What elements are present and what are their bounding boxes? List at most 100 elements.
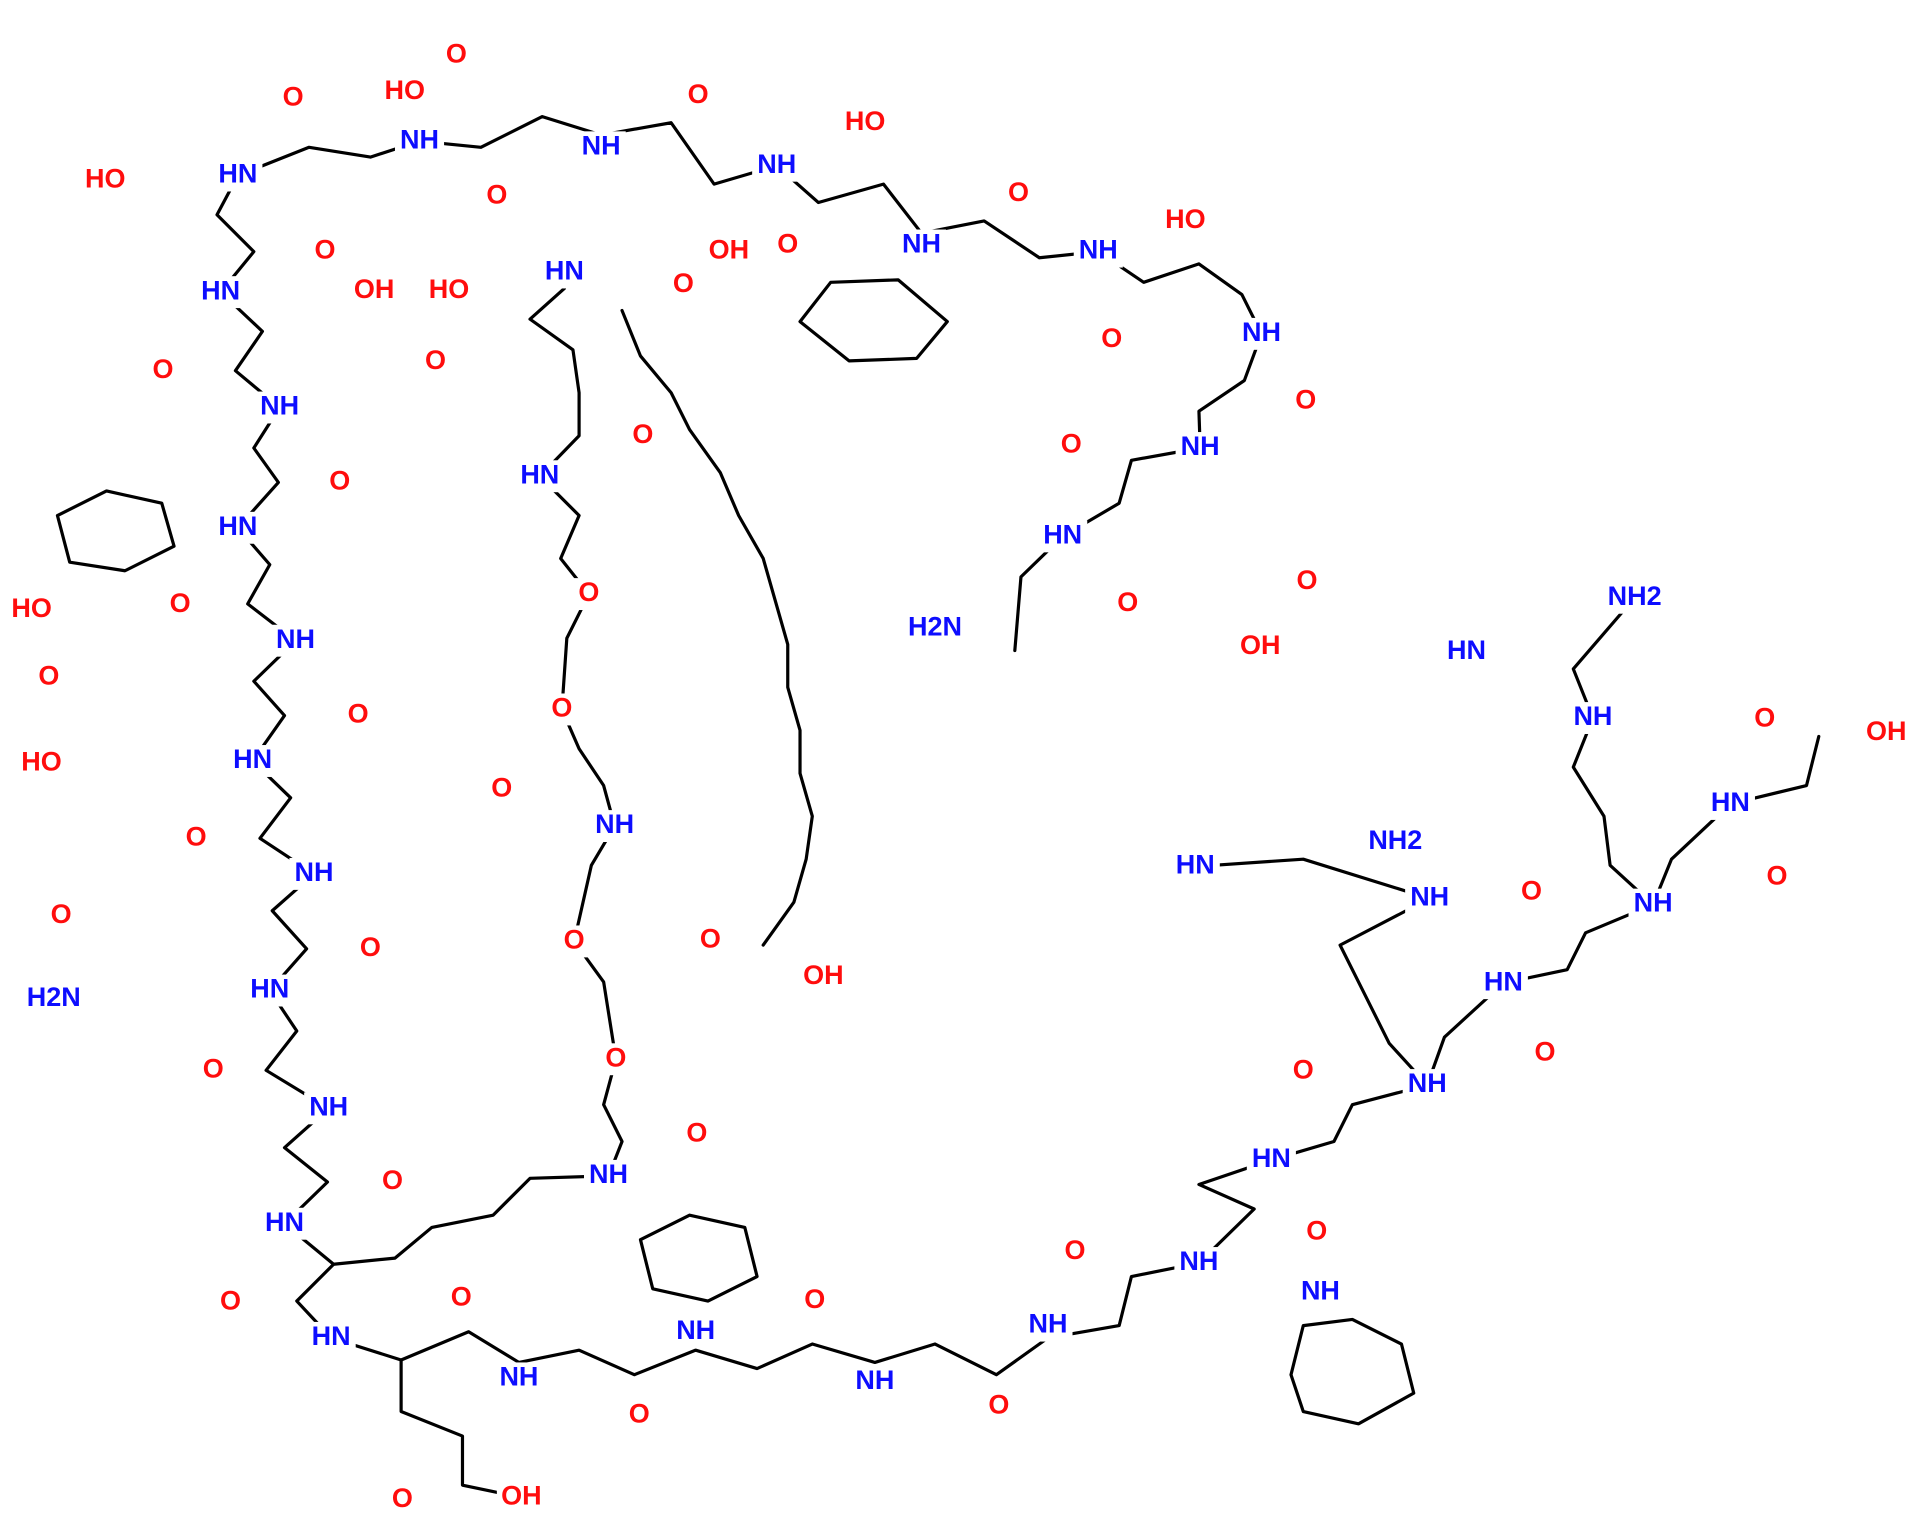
oxygen-atom-label-background (300, 235, 350, 268)
oxygen-atom-label: OH (1240, 630, 1281, 660)
nitrogen-atom-label: NH (676, 1315, 715, 1345)
nitrogen-atom-label-background (271, 624, 321, 657)
oxygen-atom-label-background (618, 419, 668, 452)
oxygen-atom-label-background (1235, 630, 1285, 663)
nitrogen-atom-label: NH2 (1608, 581, 1662, 611)
oxygen-atom-label-background (685, 924, 735, 957)
nitrogen-atom-label-background (213, 511, 263, 544)
oxygen-atom-label-background (1278, 1055, 1328, 1088)
oxygen-atom-label: O (1521, 875, 1542, 905)
oxygen-atom-label: O (425, 345, 446, 375)
oxygen-atom-label: O (1754, 702, 1775, 732)
nitrogen-atom-label: NH (855, 1365, 894, 1395)
oxygen-atom-label-background (315, 466, 365, 499)
arg2-sidechain-bond (1571, 596, 1655, 907)
oxygen-atom-label: O (700, 923, 721, 953)
nitrogen-atom-label-background (228, 745, 278, 777)
nitrogen-atom-label-background (1246, 1143, 1296, 1176)
oxygen-atom-label-background (367, 1166, 418, 1198)
oxygen-atom-label: O (629, 1398, 650, 1428)
main-backbone-bond (215, 139, 1821, 1377)
nitrogen-atom-label-background (196, 276, 246, 309)
oxygen-atom-label-background (80, 164, 130, 197)
oxygen-atom-label-background (138, 354, 188, 387)
nitrogen-atom-label-background (1038, 520, 1088, 553)
oxygen-atom-label-background (333, 699, 383, 732)
oxygen-atom-label-background (155, 589, 205, 622)
nitrogen-atom-label-background (910, 612, 960, 645)
nitrogen-atom-label: NH (499, 1362, 538, 1392)
oxygen-atom-label-background (380, 76, 430, 109)
oxygen-atom-label: O (170, 588, 191, 618)
oxygen-atom-label-background (268, 82, 318, 115)
nitrogen-atom-label-background (306, 1321, 356, 1354)
nitrogen-atom-label: NH (902, 229, 941, 259)
oxygen-atom-label: O (203, 1053, 224, 1083)
nitrogen-atom-label-background (1478, 967, 1528, 1000)
oxygen-atom-label-background (1740, 703, 1790, 736)
nitrogen-atom-label-background (289, 857, 339, 890)
oxygen-atom-label: OH (803, 960, 844, 990)
oxygen-atom-label: OH (501, 1481, 542, 1511)
nitrogen-atom-label-background (1023, 1309, 1073, 1342)
nitrogen-atom-label-background (304, 1092, 354, 1125)
oxygen-atom-label: O (551, 693, 572, 723)
nitrogen-atom-label-background (1236, 317, 1287, 350)
nitrogen-atom-label-background (1170, 850, 1220, 883)
oxygen-atom-label: O (486, 180, 507, 210)
nitrogen-atom-label-background (1295, 1276, 1345, 1309)
oxygen-atom-label: O (451, 1282, 472, 1312)
oxygen-atom-label-background (349, 274, 399, 307)
oxygen-atom-label-background (1281, 385, 1331, 418)
oxygen-atom-label: O (1296, 565, 1317, 595)
oxygen-atom-label-background (424, 274, 474, 307)
nitrogen-atom-label-background (1370, 826, 1420, 858)
nitrogen-atom-label: NH (1181, 431, 1220, 461)
oxygen-atom-label-background (1160, 204, 1210, 237)
oxygen-atom-label: O (632, 419, 653, 449)
oxygen-atom-label: OH (1866, 716, 1907, 746)
nitrogen-atom-label-background (1628, 888, 1678, 921)
oxygen-atom-label: O (1064, 1235, 1085, 1265)
oxygen-atom-label-background (1087, 324, 1137, 356)
oxygen-atom-label-background (591, 1043, 641, 1076)
nitrogen-atom-label: NH (1634, 888, 1673, 918)
nitrogen-atom-label-background (671, 1315, 721, 1348)
oxygen-atom-label-background (188, 1054, 238, 1087)
oxygen-atom-label-background (763, 229, 813, 262)
nitrogen-atom-label-background (896, 229, 947, 262)
oxygen-atom-label-background (16, 747, 67, 780)
nitrogen-atom-label-background (584, 1159, 634, 1192)
oxygen-atom-label: O (360, 932, 381, 962)
oxygen-atom-label: O (392, 1483, 413, 1513)
oxygen-atom-label: O (1295, 384, 1316, 414)
oxygen-atom-label: HO (1165, 204, 1206, 234)
nitrogen-atom-label-background (1441, 635, 1492, 668)
oxygen-atom-label-background (436, 1282, 486, 1315)
nitrogen-atom-label: H2N (908, 612, 962, 642)
nitrogen-atom-label: NH (1179, 1246, 1218, 1276)
oxygen-atom-label: O (1117, 587, 1138, 617)
nitrogen-atom-label: H2N (27, 982, 81, 1012)
oxygen-atom-label: HO (845, 106, 885, 136)
nitrogen-atom-label-background (29, 983, 79, 1016)
oxygen-atom-label-background (345, 932, 395, 965)
nitrogen-atom-label-background (1175, 432, 1225, 464)
nitrogen-atom-label: NH (1301, 1276, 1340, 1306)
nitrogen-atom-label-background (515, 460, 565, 493)
oxygen-atom-label-background (431, 39, 481, 72)
nitrogen-atom-label: HN (312, 1321, 351, 1351)
nitrogen-atom-label: NH (1079, 235, 1118, 265)
oxygen-atom-label-background (1292, 1216, 1342, 1249)
oxygen-atom-label-background (993, 177, 1044, 210)
oxygen-atom-label-background (1050, 1236, 1100, 1268)
oxygen-atom-label: O (283, 81, 304, 111)
nitrogen-atom-label: HN (265, 1207, 304, 1237)
oxygen-atom-label: O (491, 772, 512, 802)
oxygen-atom-label: HO (85, 164, 126, 194)
nitrogen-atom-label-background (255, 391, 305, 424)
indole-ring (1289, 1317, 1416, 1426)
oxygen-atom-label-background (36, 899, 86, 932)
oxygen-atom-label: O (1306, 1215, 1327, 1245)
